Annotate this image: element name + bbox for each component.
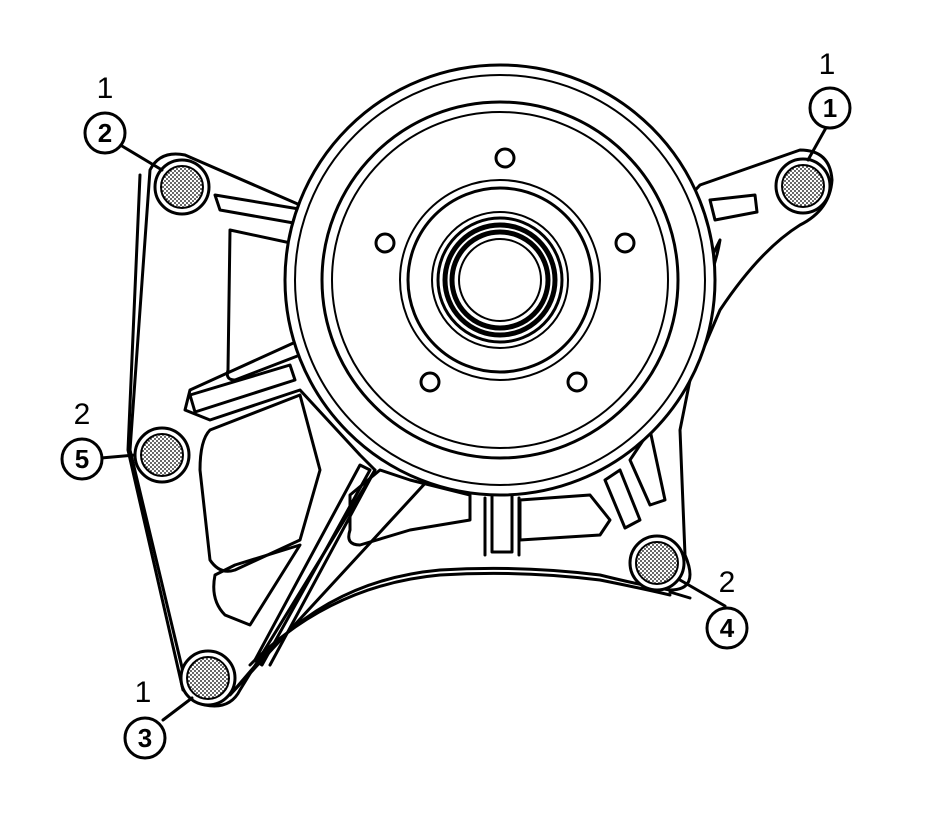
pulley-holes (374, 147, 636, 393)
callout-order-number: 3 (138, 723, 152, 753)
pulley (283, 63, 717, 497)
callout-group-label: 1 (135, 676, 152, 709)
callout-1: 1 1 (808, 48, 852, 130)
bolt (179, 649, 237, 707)
callout-group-label: 1 (97, 72, 114, 105)
leader-lines (99, 124, 829, 722)
callout-2: 1 2 (83, 72, 127, 155)
bolt (628, 534, 686, 592)
callout-5: 2 5 (60, 398, 104, 481)
callout-group-label: 2 (719, 566, 736, 599)
callout-3: 1 3 (123, 676, 167, 760)
bolt (774, 157, 832, 215)
callout-4: 2 4 (705, 566, 749, 650)
bolt (153, 158, 211, 216)
bolt (133, 426, 191, 484)
callout-order-number: 5 (75, 444, 89, 474)
callout-order-number: 2 (98, 118, 112, 148)
callout-group-label: 1 (819, 48, 836, 81)
callout-order-number: 4 (720, 613, 735, 643)
callout-order-number: 1 (823, 93, 837, 123)
callout-group-label: 2 (74, 398, 91, 431)
